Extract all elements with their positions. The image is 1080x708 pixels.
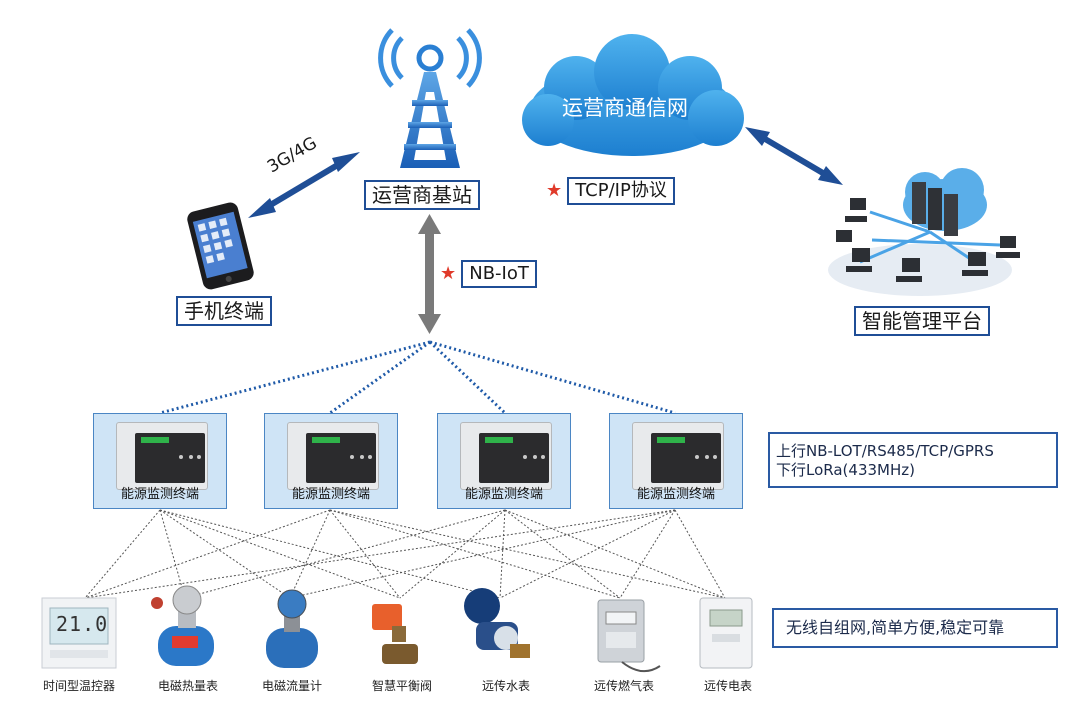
energy-terminal: 能源监测终端 <box>264 413 398 509</box>
meter-label: 远传电表 <box>703 679 752 693</box>
heat-meter-icon <box>151 585 214 666</box>
terminal-label: 能源监测终端 <box>291 487 370 502</box>
terminal-device-icon <box>460 422 552 490</box>
electric-meter-icon <box>699 597 753 669</box>
meter-label: 时间型温控器 <box>42 679 115 693</box>
energy-terminal: 能源监测终端 <box>609 413 743 509</box>
terminal-label: 能源监测终端 <box>636 487 715 502</box>
thermostat-icon <box>41 597 117 669</box>
flow-meter-icon <box>266 589 318 668</box>
base-station-label: 运营商基站 <box>364 180 480 210</box>
thermostat-display: 21.0 <box>56 612 109 636</box>
meter-label: 远传水表 <box>481 679 530 693</box>
energy-terminal: 能源监测终端 <box>93 413 227 509</box>
network-label: 运营商通信网 <box>562 96 688 120</box>
cloud-icon <box>522 34 744 156</box>
uplink-line: 上行NB-LOT/RS485/TCP/GPRS <box>776 442 994 460</box>
meter-label: 智慧平衡阀 <box>371 679 432 693</box>
gas-meter-icon <box>597 599 661 673</box>
terminal-label: 能源监测终端 <box>464 487 543 502</box>
mesh-info-box: 无线自组网,简单方便,稳定可靠 <box>772 608 1058 648</box>
balance-valve-icon <box>372 604 418 664</box>
terminal-device-icon <box>116 422 208 490</box>
uplink-info-box: 上行NB-LOT/RS485/TCP/GPRS 下行LoRa(433MHz) <box>768 432 1058 488</box>
link-platform-arrow <box>745 127 843 185</box>
platform-label: 智能管理平台 <box>854 306 990 336</box>
phone-label: 手机终端 <box>176 296 272 326</box>
energy-terminal: 能源监测终端 <box>437 413 571 509</box>
tcp-ip-tag: ★ TCP/IP协议 <box>546 177 675 205</box>
water-meter-icon <box>464 588 530 658</box>
nb-iot-arrow <box>418 214 441 334</box>
downlink-line: 下行LoRa(433MHz) <box>776 461 915 479</box>
tcp-ip-label: TCP/IP协议 <box>567 177 675 205</box>
meter-label: 电磁流量计 <box>261 679 322 693</box>
platform-icon <box>828 168 1020 296</box>
link-3g4g-arrow <box>248 152 360 218</box>
meter-label: 电磁热量表 <box>157 679 218 693</box>
terminal-label: 能源监测终端 <box>120 487 199 502</box>
star-icon: ★ <box>546 180 563 201</box>
meter-label: 远传燃气表 <box>593 679 654 693</box>
phone-icon <box>187 202 254 290</box>
star-icon: ★ <box>440 263 457 284</box>
nb-iot-tag: ★ NB-IoT <box>440 260 537 288</box>
terminal-device-icon <box>632 422 724 490</box>
tower-icon <box>378 28 482 168</box>
terminal-device-icon <box>287 422 379 490</box>
nb-iot-label: NB-IoT <box>461 260 537 288</box>
